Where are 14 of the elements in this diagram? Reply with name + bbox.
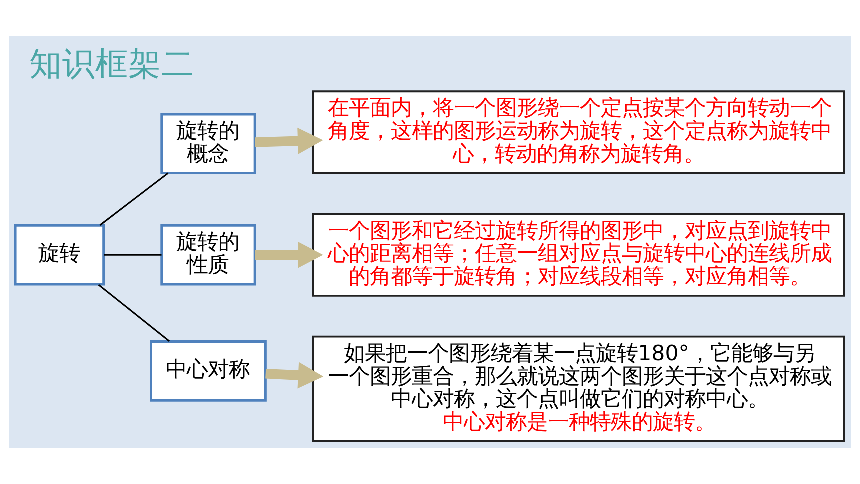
- node-box: 旋转的性质: [160, 224, 256, 286]
- connector: [104, 254, 162, 256]
- node-box: 中心对称: [150, 340, 267, 402]
- node-box: 旋转: [14, 224, 106, 286]
- diagram-title: 知识框架二: [30, 45, 195, 84]
- connector: [100, 172, 169, 226]
- node-box: 一个图形和它经过旋转所得的图形中，对应点到旋转中心的距离相等；任意一组对应点与旋转中心的连线所成的角都等于旋转角；对应线段相等，对应角相等。: [312, 213, 846, 297]
- arrow: [266, 362, 324, 389]
- arrow: [254, 128, 324, 154]
- node-box: 在平面内，将一个图形绕一个定点按某个方向转动一个角度，这样的图形运动称为旋转，这个定点称为旋转中心，转动的角称为旋转角。: [312, 90, 846, 174]
- connector: [98, 284, 170, 342]
- arrow: [255, 242, 324, 268]
- node-box: 旋转的概念: [160, 113, 256, 175]
- node-box: 如果把一个图形绕着某一点旋转180°，它能够与另一个图形重合，那么就说这两个图形关于这个点对称或中心对称，这个点叫做它们的对称中心。 中心对称是一种特殊的旋转。: [312, 336, 846, 442]
